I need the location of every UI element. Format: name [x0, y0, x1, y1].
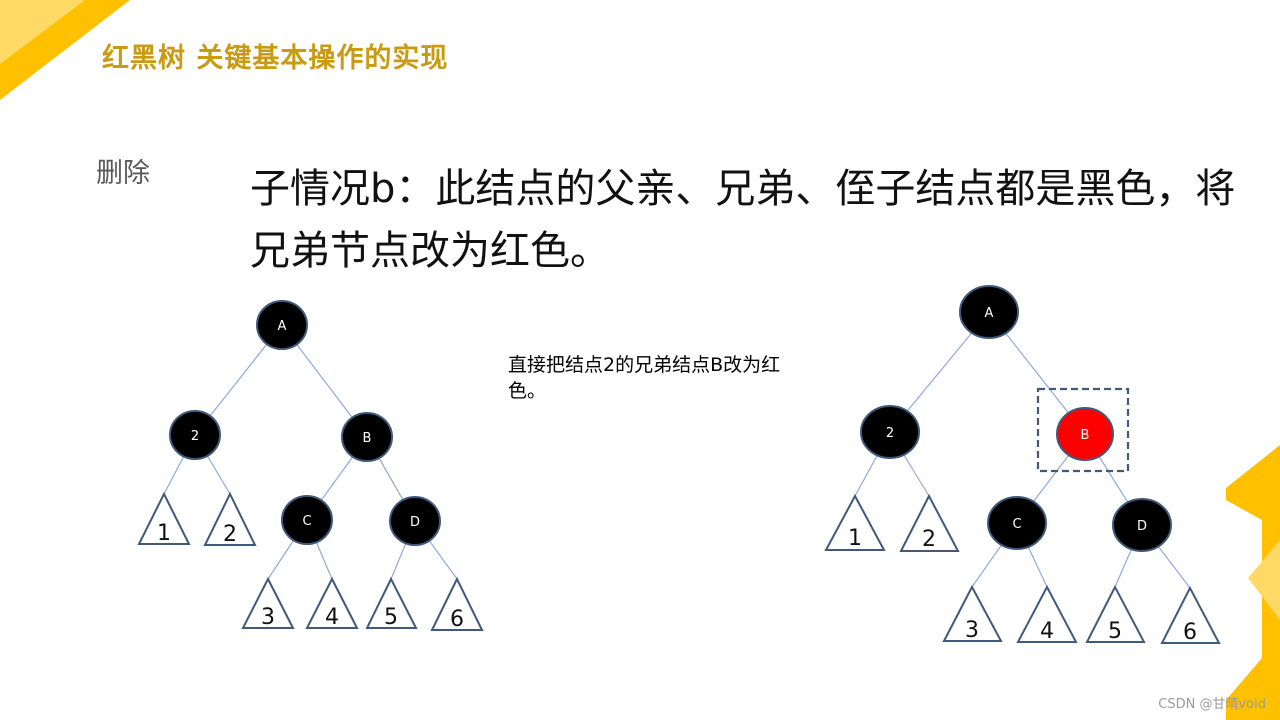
corner-accent-top-left-light	[0, 0, 85, 64]
subtree-triangle	[1085, 584, 1146, 643]
node-label: A	[985, 306, 994, 321]
watermark: CSDN @甘晴void	[1158, 697, 1266, 712]
node-label: 2	[191, 429, 199, 444]
subtree-label: 5	[384, 605, 398, 630]
node-D	[1112, 498, 1172, 552]
subtree-label: 3	[261, 605, 275, 630]
subtree-triangle	[203, 491, 257, 546]
node-A	[959, 285, 1019, 339]
node-label: 2	[886, 426, 894, 441]
section-label: 删除	[96, 158, 150, 189]
subtree-label: 6	[1183, 620, 1197, 645]
subtree-triangle	[942, 584, 1003, 642]
node-label: C	[302, 514, 311, 529]
node-2	[860, 405, 920, 459]
slide-title: 红黑树 关键基本操作的实现	[102, 43, 449, 74]
subtree-triangle	[241, 576, 295, 629]
subtree-triangle	[899, 493, 960, 552]
subtree-label: 2	[922, 527, 936, 552]
node-label: B	[363, 431, 372, 446]
node-D	[389, 496, 441, 546]
subtree-label: 1	[848, 526, 862, 551]
node-label: D	[410, 515, 420, 530]
subtree-label: 5	[1108, 619, 1122, 644]
node-label: A	[278, 319, 287, 334]
subtree-label: 2	[223, 522, 237, 547]
node-label: C	[1012, 517, 1021, 532]
subtree-label: 6	[450, 607, 464, 632]
subtree-triangle	[824, 493, 886, 551]
subtree-label: 1	[157, 521, 171, 546]
subtree-triangle	[305, 576, 359, 629]
node-C	[281, 495, 333, 545]
subtree-label: 4	[1040, 619, 1054, 644]
subtree-label: 4	[325, 605, 339, 630]
node-B-red	[1056, 407, 1114, 461]
case-description: 子情况b：此结点的父亲、兄弟、侄子结点都是黑色，将兄弟节点改为红色。	[250, 166, 1236, 274]
node-A	[256, 300, 308, 350]
corner-accent-right-inner	[1248, 540, 1280, 620]
node-label: B	[1081, 428, 1090, 443]
node-2	[169, 410, 221, 460]
node-C	[987, 496, 1047, 550]
node-label: D	[1137, 519, 1147, 534]
subtree-label: 3	[965, 618, 979, 643]
subtree-triangle	[365, 576, 418, 629]
subtree-triangle	[137, 491, 191, 545]
node-B	[341, 412, 393, 462]
corner-accent-right	[1226, 445, 1280, 720]
subtree-triangle	[1016, 584, 1078, 643]
operation-note: 直接把结点2的兄弟结点B改为红色。	[508, 354, 781, 402]
subtree-triangle	[1160, 585, 1221, 644]
highlight-box	[1036, 387, 1130, 473]
subtree-triangle	[430, 576, 484, 631]
